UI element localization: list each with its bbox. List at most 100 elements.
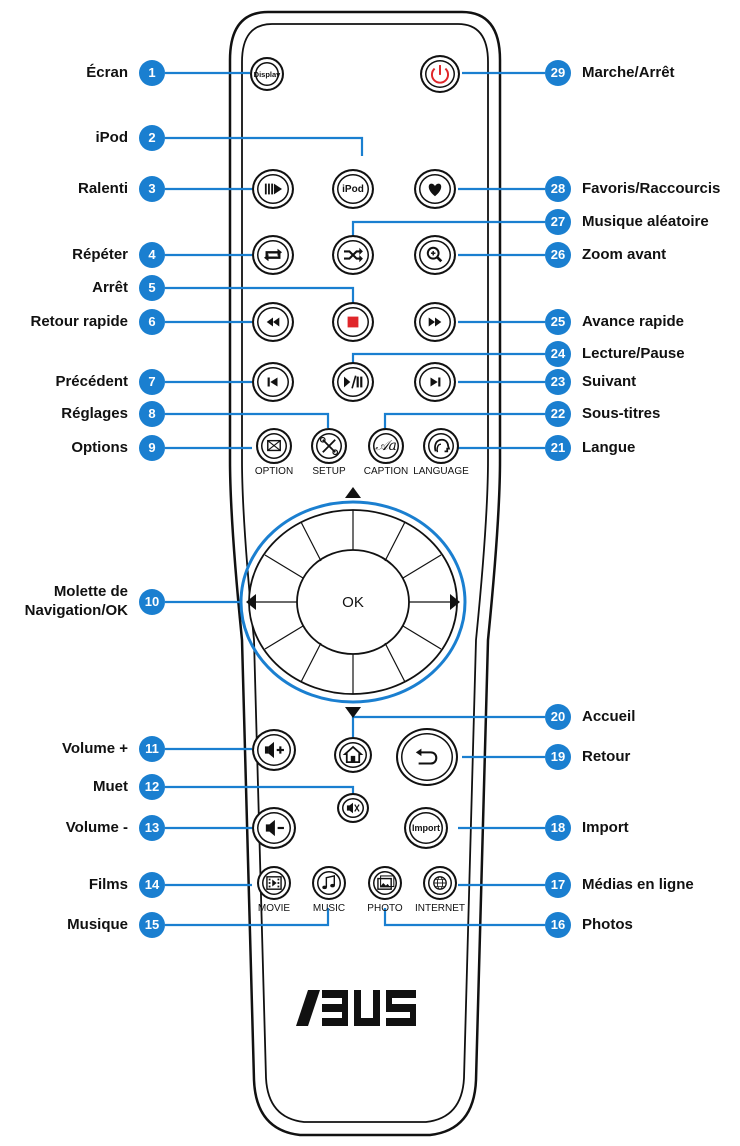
slow-motion-icon [264,183,282,195]
speech-head-icon [434,438,451,453]
home-button[interactable] [334,737,372,773]
repeat-button[interactable] [252,235,294,275]
option-button[interactable] [256,428,292,464]
badge-16: 16 [545,912,571,938]
badge-8: 8 [139,401,165,427]
photo-button[interactable] [368,866,402,900]
label-films: Films [88,876,128,893]
fast-forward-button[interactable] [414,302,456,342]
badge-15: 15 [139,912,165,938]
badge-29: 29 [545,60,571,86]
skip-back-icon [267,377,278,387]
back-button[interactable] [396,728,458,786]
slow-button[interactable] [252,169,294,209]
volume-down-button[interactable] [252,807,296,849]
label-sous-titres: Sous-titres [582,405,661,422]
movie-sublabel: MOVIE [257,903,291,914]
previous-button[interactable] [252,362,294,402]
label-reglages: Réglages [61,405,128,422]
mute-button[interactable] [337,793,369,823]
label-marche-arret: Marche/Arrêt [582,64,675,81]
label-photos: Photos [582,916,633,933]
ok-button[interactable]: OK [297,550,409,654]
skip-forward-icon [430,377,441,387]
film-icon [266,876,282,890]
music-sublabel: MUSIC [312,903,346,914]
label-volume-minus: Volume - [65,819,128,836]
stop-icon [347,316,359,328]
badge-9: 9 [139,435,165,461]
mute-icon [346,802,360,814]
badge-7: 7 [139,369,165,395]
favorite-button[interactable] [414,169,456,209]
rewind-button[interactable] [252,302,294,342]
next-button[interactable] [414,362,456,402]
photo-icon [377,875,395,890]
badge-22: 22 [545,401,571,427]
movie-button[interactable] [257,866,291,900]
label-retour: Retour [582,748,631,765]
badge-25: 25 [545,309,571,335]
power-button[interactable] [420,55,460,93]
badge-2: 2 [139,125,165,151]
badge-14: 14 [139,872,165,898]
envelope-icon [267,439,281,452]
badge-4: 4 [139,242,165,268]
language-button[interactable] [423,428,459,464]
label-avance-rapide: Avance rapide [582,313,684,330]
label-accueil: Accueil [582,708,636,725]
zoom-button[interactable] [414,235,456,275]
play-pause-icon [344,375,363,389]
shuffle-button[interactable] [332,235,374,275]
language-sublabel: LANGUAGE [413,466,469,477]
shuffle-icon [344,247,363,263]
internet-sublabel: INTERNET [415,903,465,914]
label-favoris-raccourcis: Favoris/Raccourcis [582,180,721,197]
display-button[interactable]: Display [250,57,284,91]
option-sublabel: OPTION [254,466,294,477]
fast-forward-icon [428,317,442,327]
internet-button[interactable] [423,866,457,900]
home-icon [342,745,364,763]
return-arrow-icon [415,748,438,765]
repeat-icon [264,248,282,262]
label-ipod: iPod [95,129,129,146]
caption-button[interactable]: 𝒜a [368,428,404,464]
badge-18: 18 [545,815,571,841]
volume-up-button[interactable] [252,729,296,771]
label-lecture-pause: Lecture/Pause [582,345,685,362]
label-precedent: Précédent [55,373,128,390]
tools-icon [319,436,339,456]
music-button[interactable] [312,866,346,900]
badge-28: 28 [545,176,571,202]
globe-icon [433,876,447,890]
asus-logo [296,990,416,1026]
rewind-icon [266,317,280,327]
badge-21: 21 [545,435,571,461]
badge-13: 13 [139,815,165,841]
badge-6: 6 [139,309,165,335]
ok-label: OK [342,593,364,611]
caption-sublabel: CAPTION [363,466,409,477]
ipod-button[interactable]: iPod [332,169,374,209]
label-retour-rapide: Retour rapide [30,313,128,330]
badge-19: 19 [545,744,571,770]
setup-button[interactable] [311,428,347,464]
label-suivant: Suivant [582,373,637,390]
label-langue: Langue [582,439,636,456]
import-button[interactable]: Import [404,807,448,849]
badge-24: 24 [545,341,571,367]
label-import: Import [582,819,629,836]
badge-12: 12 [139,774,165,800]
label-volume-plus: Volume + [62,740,128,757]
volume-down-icon [265,819,284,837]
label-musique-aleatoire: Musique aléatoire [582,213,709,230]
label-arret: Arrêt [92,279,128,296]
badge-20: 20 [545,704,571,730]
label-zoom-avant: Zoom avant [582,246,667,263]
play-pause-button[interactable] [332,362,374,402]
setup-sublabel: SETUP [312,466,346,477]
label-options: Options [71,439,128,456]
stop-button[interactable] [332,302,374,342]
